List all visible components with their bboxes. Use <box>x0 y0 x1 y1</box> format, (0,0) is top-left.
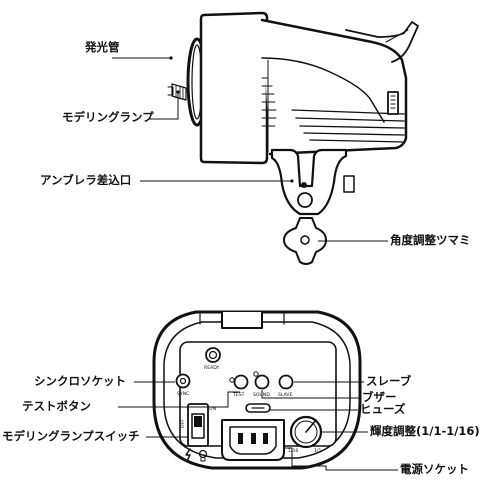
label-buzzer: ブザー <box>362 390 397 404</box>
slave-marking: SLAVE <box>278 392 293 398</box>
on-marking: ON <box>209 406 216 412</box>
leader-test <box>118 391 240 408</box>
bulb-icon <box>198 449 208 462</box>
label-flash-tube: 発光管 <box>85 40 120 54</box>
label-sync-socket: シンクロソケット <box>34 374 126 388</box>
ready-lamp <box>205 347 221 363</box>
leader-power <box>284 447 398 471</box>
sync-socket <box>175 373 191 389</box>
label-angle-knob: 角度調整ツマミ <box>390 233 471 247</box>
fuse-holder <box>245 403 271 413</box>
test-button <box>233 374 249 390</box>
leader-modeling-lamp <box>149 92 179 120</box>
label-brightness: 輝度調整(1/1-1/16) <box>370 424 480 438</box>
label-test-button: テストボタン <box>22 399 91 413</box>
label-modeling-lamp: モデリングランプ <box>62 110 154 124</box>
angle-knob <box>283 217 327 265</box>
label-power-socket: 電源ソケット <box>400 462 469 476</box>
label-fuse: ヒューズ <box>360 402 406 416</box>
off-marking: OFF <box>180 419 186 428</box>
ready-marking: READY <box>204 365 220 371</box>
label-modeling-switch: モデリングランプスイッチ <box>2 429 140 443</box>
dial-max-marking: 1/1 <box>314 448 321 454</box>
label-slave: スレーブ <box>366 374 412 388</box>
leader-buzzer <box>261 390 360 399</box>
power-socket <box>221 419 285 461</box>
brightness-dial <box>289 415 323 449</box>
strobe-side-view <box>167 11 419 265</box>
sound-button <box>254 374 270 390</box>
slave-button <box>278 374 294 390</box>
label-umbrella-socket: アンブレラ差込口 <box>40 173 132 187</box>
strobe-rear-panel <box>152 310 362 470</box>
sync-marking: SYNC <box>177 391 189 397</box>
dial-min-marking: 1/16 <box>288 448 298 454</box>
modeling-switch <box>187 403 209 447</box>
test-marking: TEST <box>232 392 245 398</box>
lightning-icon <box>185 448 191 462</box>
yoke-bracket <box>270 148 355 216</box>
leader-lines <box>112 56 398 471</box>
